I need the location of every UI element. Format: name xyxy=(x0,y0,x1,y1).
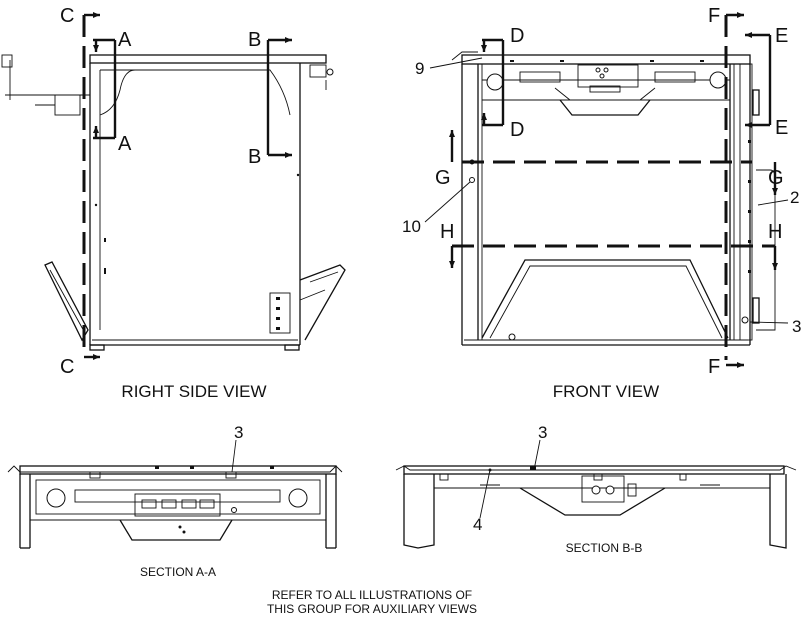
callout-10: 10 xyxy=(402,217,421,236)
section-letter-b-top: B xyxy=(248,29,261,51)
section-letter-e-top: E xyxy=(775,25,788,47)
section-letter-g-right: G xyxy=(768,167,784,189)
callout-3-section-a: 3 xyxy=(234,423,243,442)
section-letter-g-left: G xyxy=(435,167,451,189)
callout-4: 4 xyxy=(473,515,482,534)
section-letter-d-top: D xyxy=(510,25,524,47)
callout-2: 2 xyxy=(790,188,799,207)
right-side-view-title: RIGHT SIDE VIEW xyxy=(121,382,266,401)
section-a-a xyxy=(7,439,343,549)
section-letter-h-left: H xyxy=(440,221,454,243)
callout-3-front: 3 xyxy=(792,317,801,336)
note-line-1: REFER TO ALL ILLUSTRATIONS OF xyxy=(272,588,472,602)
section-letter-a-bottom: A xyxy=(118,133,132,155)
section-letter-c-bottom: C xyxy=(60,356,74,378)
callout-3-section-b: 3 xyxy=(538,423,547,442)
note-line-2: THIS GROUP FOR AUXILIARY VIEWS xyxy=(267,602,477,616)
right-side-view xyxy=(1,12,346,360)
section-letter-h-right: H xyxy=(768,221,782,243)
section-letter-a-top: A xyxy=(118,29,132,51)
section-b-b xyxy=(395,439,797,549)
section-letter-b-bottom: B xyxy=(248,146,261,168)
callout-9: 9 xyxy=(415,59,424,78)
section-letter-f-top: F xyxy=(708,5,720,27)
section-letter-f-bottom: F xyxy=(708,356,720,378)
section-letter-c-top: C xyxy=(60,5,74,27)
section-a-a-title: SECTION A-A xyxy=(140,565,216,579)
front-view xyxy=(424,12,789,368)
section-letter-d-bottom: D xyxy=(510,119,524,141)
section-letter-e-bottom: E xyxy=(775,117,788,139)
section-b-b-title: SECTION B-B xyxy=(566,541,643,555)
front-view-title: FRONT VIEW xyxy=(553,382,659,401)
